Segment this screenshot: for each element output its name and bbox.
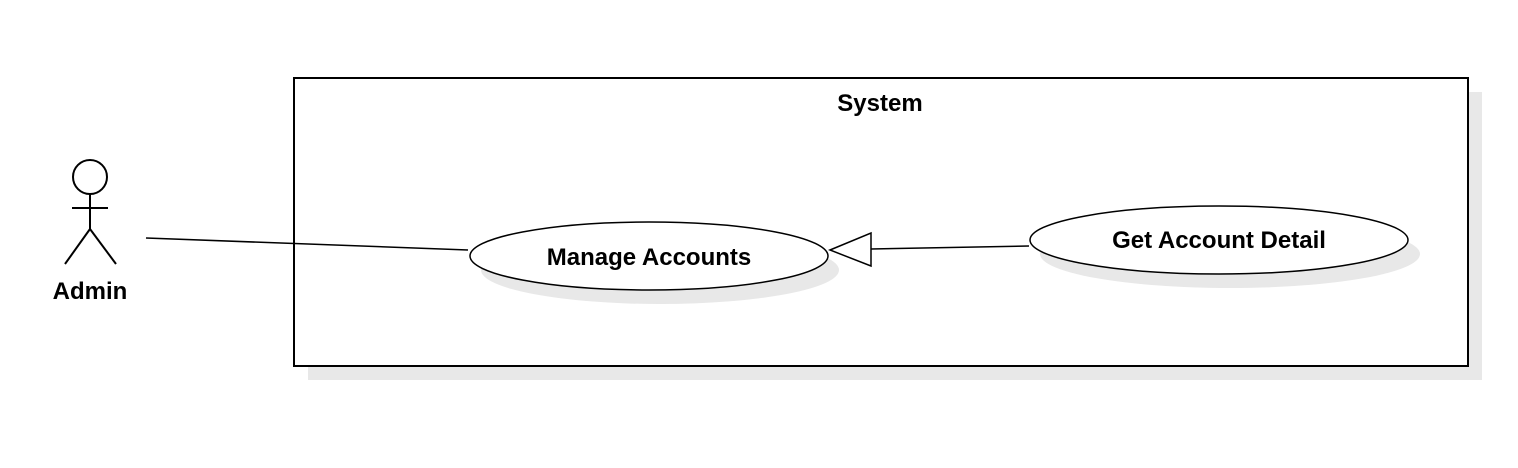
actor-label: Admin [53,278,128,305]
actor-head [72,159,108,195]
use-case-ellipse [1029,205,1409,275]
generalization-arrowhead [827,231,872,268]
use-case-ellipse [469,221,829,291]
actor-right-leg [89,228,117,265]
use-case-manage-accounts[interactable]: Manage Accounts [469,221,839,304]
association-line[interactable] [145,237,469,251]
use-case-label: Manage Accounts [547,244,751,271]
generalization-line [870,245,1030,250]
use-case-get-account-detail[interactable]: Get Account Detail [1029,205,1420,288]
generalization-arrow[interactable] [827,231,1030,268]
system-boundary-label: System [837,90,922,117]
actor-admin[interactable]: Admin [53,159,128,305]
use-case-label: Get Account Detail [1112,227,1326,254]
actor-left-leg [64,228,91,265]
